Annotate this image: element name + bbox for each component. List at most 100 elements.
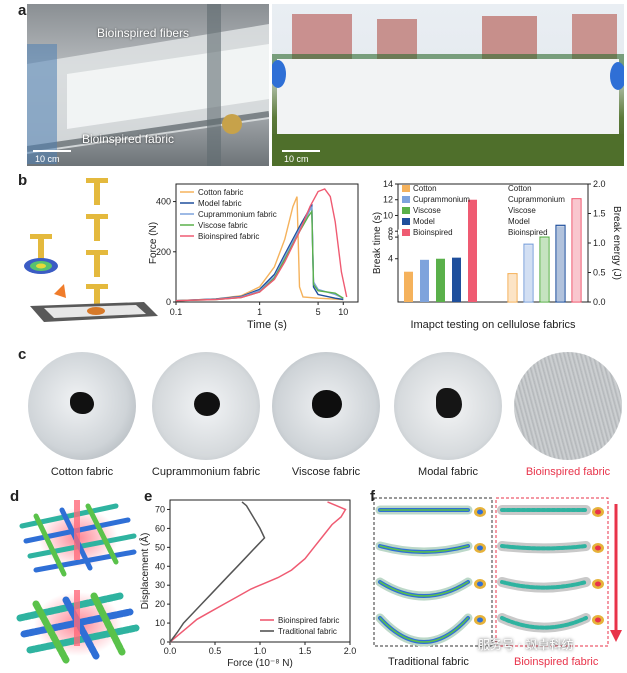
y-tick-label: 20 — [155, 599, 165, 609]
series-line — [169, 501, 347, 643]
legend-label: Cotton — [413, 184, 437, 193]
break-energy-fill — [573, 199, 580, 301]
md-simulation-snapshots — [373, 497, 622, 647]
y-tick-label: 400 — [156, 197, 171, 207]
series-line — [169, 501, 266, 643]
fabric-label-bioinspired: Bioinspired fabric — [525, 466, 611, 478]
y-tick-label: 12 — [383, 195, 393, 205]
cross-section-core — [477, 581, 483, 587]
y-tick-label: 30 — [155, 580, 165, 590]
y2-tick-label: 0.0 — [593, 297, 606, 307]
photo-fabric-outdoor: 10 cm — [272, 4, 624, 166]
cotton-fabric-sample — [28, 352, 136, 460]
break-energy-bar — [507, 273, 518, 303]
break-energy-fill — [557, 226, 564, 301]
watermark: 服务号 · 飒卓科纺 — [478, 638, 574, 652]
y-tick-label: 10 — [155, 618, 165, 628]
legend-label: Bioinspired fabric — [198, 232, 259, 241]
break-energy-bar — [523, 243, 534, 303]
panel-e-letter: e — [144, 488, 153, 505]
legend-label: Bioinspired — [508, 228, 548, 237]
label-bioinspired-fibers: Bioinspired fibers — [97, 26, 190, 40]
break-energy-fill — [541, 238, 548, 301]
puncture-hole — [194, 392, 220, 416]
break-energy-bar — [571, 198, 582, 303]
panel-d-letter: d — [10, 488, 20, 505]
y-axis-label: Force (N) — [148, 222, 159, 264]
x-tick-label: 0.5 — [209, 646, 222, 656]
puncture-hole — [436, 388, 462, 418]
panel-b-letter: b — [18, 172, 28, 189]
impact-test-schematic — [24, 178, 158, 322]
break-energy-bar — [555, 224, 566, 303]
chain-highlight — [379, 581, 469, 597]
break-energy-bar — [539, 236, 550, 303]
x-tick-label: 1.0 — [254, 646, 267, 656]
fabric-label-cuprammonium: Cuprammonium fabric — [151, 466, 261, 478]
legend-label: Model fabric — [198, 199, 242, 208]
y-tick-label: 200 — [156, 247, 171, 257]
y-tick-label: 50 — [155, 542, 165, 552]
y2-tick-label: 1.0 — [593, 238, 606, 248]
plot-frame — [175, 183, 359, 303]
y-tick-label: 60 — [155, 523, 165, 533]
break-time-bar — [420, 259, 429, 302]
legend-swatch — [402, 185, 410, 192]
y-tick-label: 40 — [155, 561, 165, 571]
label-bioinspired-fabric: Bioinspired fabric — [514, 656, 599, 668]
legend-label: Cuprammonium fabric — [198, 210, 277, 219]
chain-highlight — [379, 617, 469, 643]
fabric-label-cotton: Cotton fabric — [50, 466, 114, 478]
scale-bar — [33, 150, 71, 152]
x-tick-label: 5 — [316, 307, 321, 317]
label-bioinspired-fabric: Bioinspired fabric — [82, 132, 175, 146]
x-axis-label: Force (10⁻⁸ N) — [227, 658, 293, 669]
modal-fabric-sample — [394, 352, 502, 460]
cuprammonium-fabric-sample — [152, 352, 260, 460]
legend-swatch — [402, 207, 410, 214]
break-energy-fill — [525, 245, 532, 301]
x-tick-label: 2.0 — [344, 646, 357, 656]
y-tick-label: 4 — [388, 254, 393, 264]
y-axis-label: Displacement (Å) — [138, 533, 151, 610]
fabric-structure-schematic — [16, 500, 140, 664]
y2-tick-label: 0.5 — [593, 268, 606, 278]
series-line — [175, 188, 348, 302]
bioinspired-fabric-sample — [514, 352, 622, 460]
label-traditional-fabric: Traditional fabric — [388, 656, 469, 668]
x-tick-label: 10 — [338, 307, 348, 317]
chain-trace — [500, 580, 588, 590]
legend-label: Model — [508, 217, 530, 226]
photo-bioinspired-fibers: Bioinspired fibers Bioinspired fabric 10… — [27, 4, 269, 166]
cross-section-core — [477, 509, 483, 515]
scale-bar-label: 10 cm — [284, 154, 309, 164]
scale-bar — [282, 150, 320, 152]
x-tick-label: 1 — [257, 307, 262, 317]
y-axis-label: Break time (s) — [372, 212, 383, 274]
legend-label: Cotton fabric — [198, 188, 243, 197]
legend-label: Traditional fabric — [278, 627, 337, 636]
chain-trace — [500, 616, 588, 630]
legend-label: Viscose fabric — [198, 221, 248, 230]
cross-section-core — [595, 509, 601, 515]
legend-swatch — [402, 218, 410, 225]
y2-axis-label: Break energy (J) — [611, 206, 622, 280]
break-time-bar — [452, 257, 461, 302]
fabric-label-modal: Modal fabric — [418, 466, 478, 478]
cross-section-core — [477, 617, 483, 623]
panel-a-letter: a — [18, 2, 27, 19]
x-tick-label: 1.5 — [299, 646, 312, 656]
puncture-hole — [312, 390, 342, 418]
chain-highlight — [379, 545, 469, 553]
legend-label: Bioinspired — [413, 228, 453, 237]
x-tick-label: 0.1 — [170, 307, 183, 317]
legend-label: Viscose — [508, 206, 536, 215]
puncture-hole — [70, 392, 94, 414]
y-tick-label: 10 — [383, 210, 393, 220]
legend-label: Bioinspired fabric — [278, 616, 339, 625]
fabric-label-viscose: Viscose fabric — [291, 466, 361, 478]
y-tick-label: 6 — [388, 232, 393, 242]
viscose-fabric-sample — [272, 352, 380, 460]
